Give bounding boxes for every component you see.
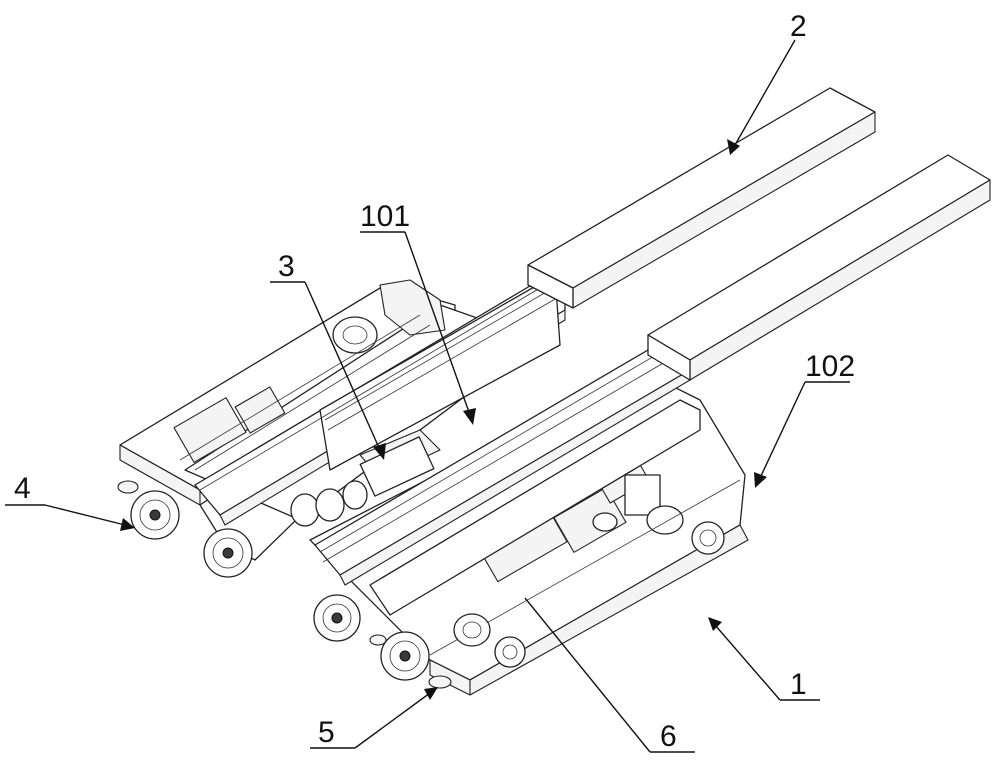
wheel-front-left-1 (130, 490, 180, 540)
wheel-front-right-1 (313, 594, 361, 642)
left-rail (194, 274, 566, 526)
callout-labels: 2 101 3 102 4 1 5 6 (14, 10, 855, 753)
foot-left (117, 480, 139, 494)
foot-mid (369, 634, 387, 646)
callout-3: 3 (278, 250, 295, 283)
wheel-front-left-2 (203, 528, 253, 578)
wheels (117, 480, 725, 689)
right-rail (314, 339, 701, 616)
wheel-side-right (691, 521, 725, 555)
callout-6: 6 (660, 720, 677, 753)
wheel-front-right-2 (380, 631, 430, 681)
callout-102: 102 (805, 350, 855, 383)
callout-5: 5 (318, 716, 335, 749)
leader-lines (5, 39, 850, 753)
left-fork (527, 87, 876, 309)
callout-4: 4 (14, 472, 31, 505)
callout-2: 2 (790, 10, 807, 43)
callout-1: 1 (790, 668, 807, 701)
motor-front (453, 613, 491, 647)
wheel-side-center (494, 636, 526, 668)
callout-101: 101 (360, 200, 410, 233)
right-fork (647, 154, 991, 381)
center-drive-unit (290, 429, 441, 527)
foot-front (428, 675, 452, 689)
